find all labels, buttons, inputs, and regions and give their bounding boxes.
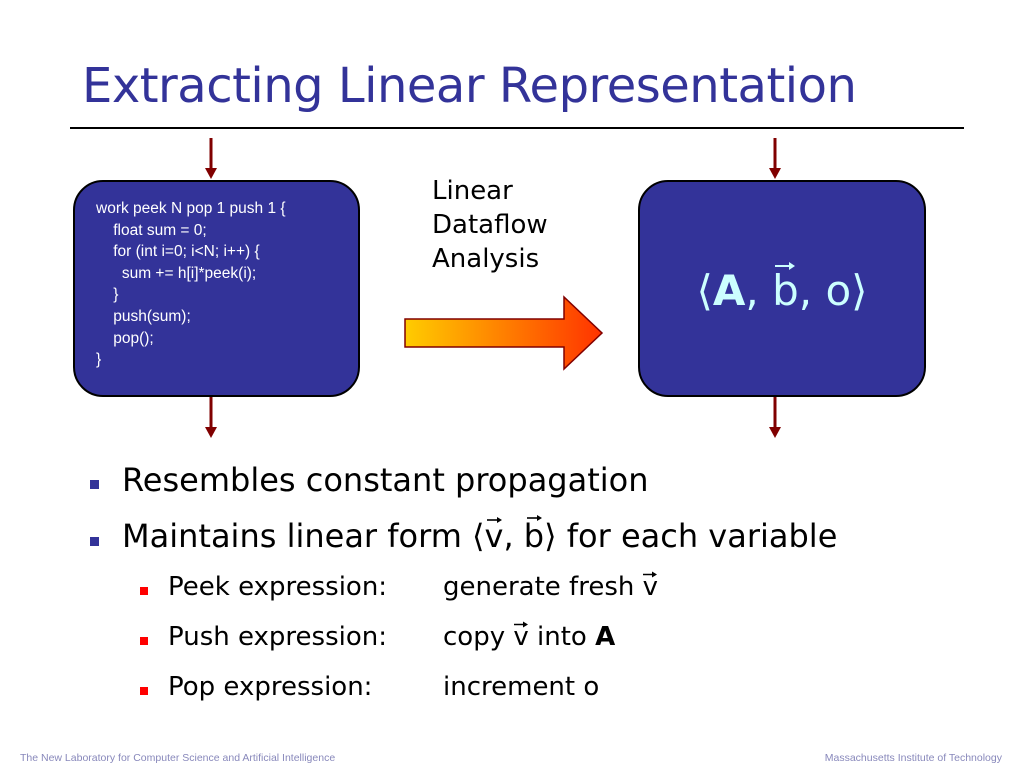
open-angle: ⟨ [696,266,713,315]
close-angle: ⟩ [851,266,868,315]
sub-bullet-2-label: Push expression: [168,622,387,652]
bullet-2-vector-b: b [523,515,545,555]
pop-count-o: o [825,266,852,315]
code-line: } [96,351,102,369]
bullet-2-v: v [484,517,504,555]
sub-bullet-3-label: Pop expression: [168,672,373,702]
tuple-sep-2: , [798,266,826,315]
output-arrow-right-icon [769,397,781,438]
sub-bullet-2-pre: copy [443,622,514,652]
vector-arrow-icon [643,571,658,578]
sub-bullet-marker-2 [140,637,148,645]
slide-title: Extracting Linear Representation [82,58,857,114]
sub-bullet-2-post: into [528,622,596,652]
code-line: work peek N pop 1 push 1 { [96,200,286,217]
bullet-2-vector-v: v [484,517,504,555]
sub-bullet-3: Pop expression: increment o [168,672,599,702]
filter-code: work peek N pop 1 push 1 { float sum = 0… [96,198,286,371]
code-line: pop(); [96,329,154,347]
bullet-marker-1 [90,480,99,489]
code-line: for (int i=0; i<N; i++) { [96,243,260,261]
bullet-2-mid: , [503,517,524,555]
sub-bullet-marker-3 [140,687,148,695]
code-line: } [96,286,119,304]
sub-bullet-2: Push expression: copy v into A [168,621,616,652]
vector-arrow-icon [526,515,542,521]
sub-bullet-1-label: Peek expression: [168,572,388,602]
bullet-2: Maintains linear form ⟨v, b⟩ for each va… [122,515,838,555]
filter-code-box: work peek N pop 1 push 1 { float sum = 0… [73,180,360,397]
sub-bullet-2-vector-v: v [513,621,529,652]
title-divider [70,127,964,129]
sub-bullet-1-v: v [642,572,658,602]
vector-arrow-icon [514,621,529,628]
input-arrow-right-icon [769,138,781,179]
input-arrow-left-icon [205,138,217,179]
vector-arrow-icon [486,517,502,523]
sub-bullet-3-pre: increment o [443,672,600,702]
vector-arrow-icon [775,262,796,270]
linear-representation-box: ⟨A, b, o⟩ [638,180,926,397]
sub-bullet-1-pre: generate fresh [443,572,643,602]
sub-bullet-2-v: v [513,622,529,652]
code-line: push(sum); [96,307,191,325]
output-arrow-left-icon [205,397,217,438]
bullet-marker-2 [90,537,99,546]
matrix-a: A [712,266,746,315]
analysis-label: Linear Dataflow Analysis [432,176,548,274]
vector-b-letter: b [772,266,799,315]
bullet-1: Resembles constant propagation [122,461,649,499]
footer-right: Massachusetts Institute of Technology [824,752,1002,764]
sub-bullet-1-vector-v: v [642,571,658,602]
sub-bullet-1: Peek expression: generate fresh v [168,571,658,602]
transform-arrow-icon [404,295,604,371]
vector-b: b [772,262,799,315]
linear-tuple: ⟨A, b, o⟩ [640,262,924,315]
sub-bullet-2-bold: A [595,622,616,652]
bullet-1-text: Resembles constant propagation [122,461,649,499]
sub-bullet-marker-1 [140,587,148,595]
footer-left: The New Laboratory for Computer Science … [20,752,336,764]
code-line: sum += h[i]*peek(i); [96,264,257,282]
tuple-sep-1: , [745,266,773,315]
bullet-2-b: b [523,517,545,555]
code-line: float sum = 0; [96,221,207,239]
bullet-2-post: ⟩ for each variable [544,517,838,555]
bullet-2-pre: Maintains linear form ⟨ [122,517,485,555]
